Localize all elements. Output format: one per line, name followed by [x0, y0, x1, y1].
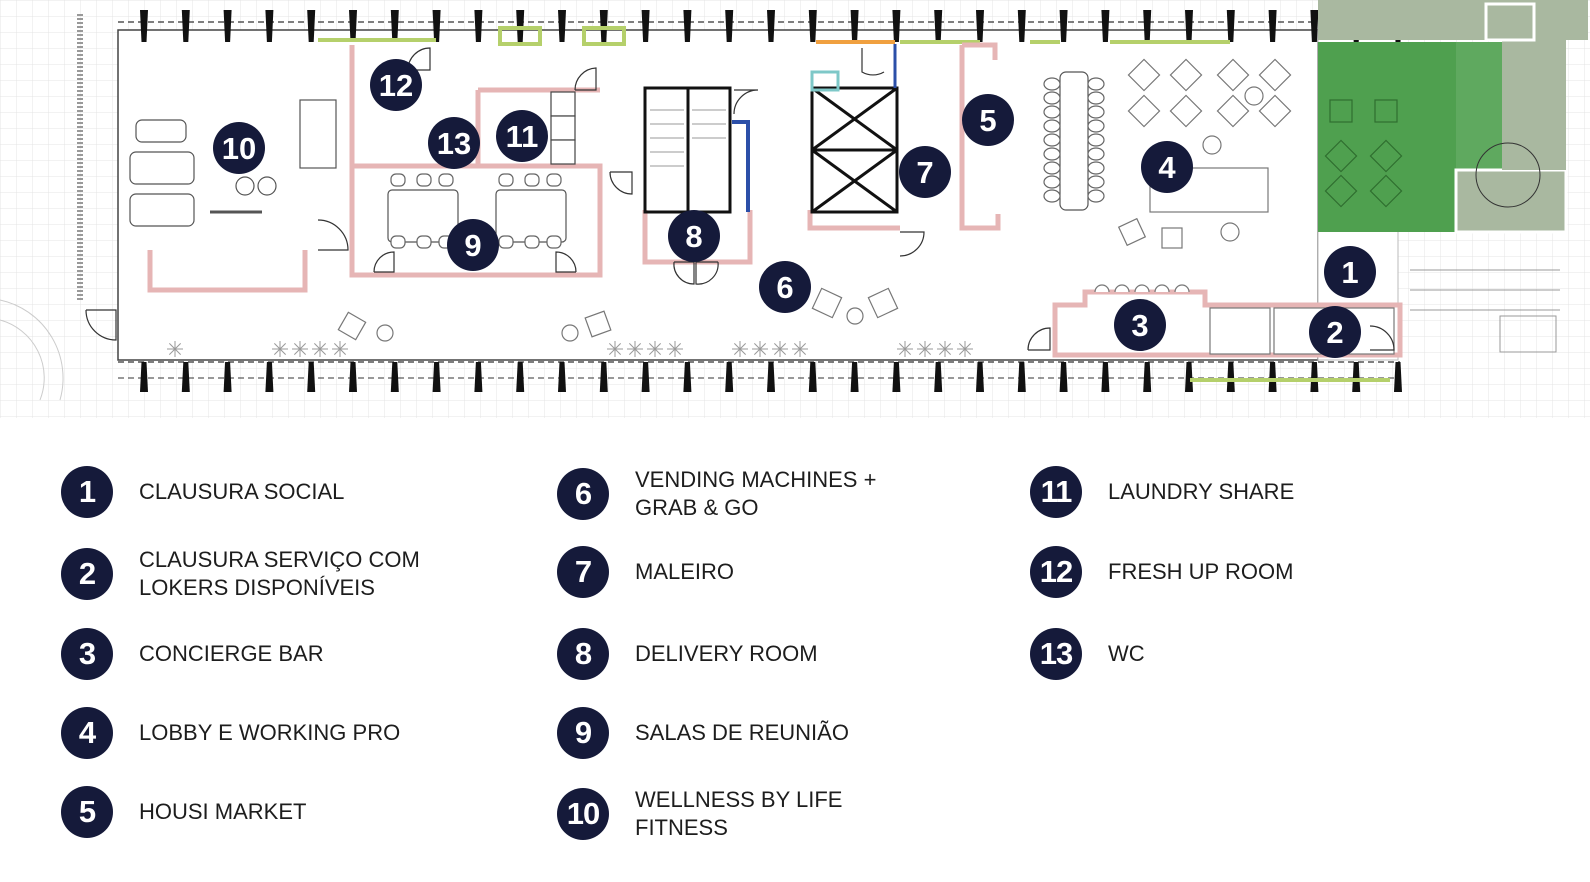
legend-badge: 9	[557, 707, 609, 759]
building-outline	[117, 29, 1319, 361]
planter-strips	[318, 26, 1390, 382]
legend-badge: 12	[1030, 546, 1082, 598]
legend-label: FRESH UP ROOM	[1108, 559, 1294, 584]
plan-marker-label: 2	[1326, 315, 1343, 350]
legend-badge: 2	[61, 548, 113, 600]
legend-item-2: 2 CLAUSURA SERVIÇO COM LOKERS DISPONÍVEI…	[61, 546, 420, 602]
legend-item-7: 7 MALEIRO	[557, 546, 734, 598]
facade-pillars-bottom	[140, 362, 1402, 392]
legend-item-8: 8 DELIVERY ROOM	[557, 628, 818, 680]
plan-marker-label: 1	[1341, 255, 1358, 290]
plan-marker-11: 11	[496, 110, 548, 162]
legend-item-5: 5 HOUSI MARKET	[61, 786, 306, 838]
legend-item-4: 4 LOBBY E WORKING PRO	[61, 707, 400, 759]
legend-label: SALAS DE REUNIÃO	[635, 720, 849, 745]
plan-marker-label: 3	[1131, 308, 1148, 343]
legend-item-11: 11 LAUNDRY SHARE	[1030, 466, 1294, 518]
plan-marker-3: 3	[1114, 299, 1166, 351]
legend-item-3: 3 CONCIERGE BAR	[61, 628, 324, 680]
plan-marker-10: 10	[213, 122, 265, 174]
plan-marker-7: 7	[899, 146, 951, 198]
legend-label: LAUNDRY SHARE	[1108, 479, 1295, 504]
facade-pillars-top	[140, 10, 1402, 42]
plan-marker-label: 13	[437, 126, 471, 161]
legend-badge: 7	[557, 546, 609, 598]
plan-marker-2: 2	[1309, 306, 1361, 358]
plan-marker-6: 6	[759, 261, 811, 313]
lobby-seating	[337, 58, 1292, 342]
legend-item-6: 6 VENDING MACHINES + GRAB & GO	[557, 466, 876, 522]
plan-marker-label: 6	[776, 270, 793, 305]
legend-badge: 10	[557, 788, 609, 840]
elevator-core	[810, 86, 899, 214]
legend-label: DELIVERY ROOM	[635, 641, 818, 666]
legend-badge: 6	[557, 468, 609, 520]
legend-label: WELLNESS BY LIFE FITNESS	[635, 787, 843, 840]
legend-item-9: 9 SALAS DE REUNIÃO	[557, 707, 849, 759]
plan-marker-label: 11	[506, 119, 539, 154]
plan-marker-label: 4	[1158, 150, 1176, 185]
plan-marker-label: 10	[222, 131, 256, 166]
legend-label: CLAUSURA SERVIÇO COM LOKERS DISPONÍVEIS	[139, 547, 420, 600]
legend-item-13: 13 WC	[1030, 628, 1145, 680]
legend-label: LOBBY E WORKING PRO	[139, 720, 401, 745]
legend-badge: 8	[557, 628, 609, 680]
plan-marker-12: 12	[370, 59, 422, 111]
legend-badge: 1	[61, 466, 113, 518]
legend-item-12: 12 FRESH UP ROOM	[1030, 546, 1293, 598]
legend-badge: 5	[61, 786, 113, 838]
plan-marker-13: 13	[428, 117, 480, 169]
plan-marker-label: 12	[379, 68, 413, 103]
legend-badge: 11	[1030, 466, 1082, 518]
legend: 1 CLAUSURA SOCIAL 2 CLAUSURA SERVIÇO COM…	[0, 420, 1590, 882]
legend-badge: 13	[1030, 628, 1082, 680]
plan-marker-label: 8	[685, 219, 702, 254]
plan-marker-8: 8	[668, 210, 720, 262]
legend-item-1: 1 CLAUSURA SOCIAL	[61, 466, 344, 518]
plan-marker-4: 4	[1141, 141, 1193, 193]
legend-label: VENDING MACHINES + GRAB & GO	[635, 467, 877, 520]
room-partitions	[147, 42, 1403, 358]
garden-area	[1318, 42, 1456, 232]
legend-label: CONCIERGE BAR	[139, 641, 324, 666]
planters	[167, 341, 973, 357]
legend-label: MALEIRO	[635, 559, 735, 584]
gym-equipment	[129, 99, 337, 227]
plan-marker-1: 1	[1324, 246, 1376, 298]
plan-marker-9: 9	[447, 219, 499, 271]
plan-marker-label: 5	[979, 103, 996, 138]
legend-badge: 4	[61, 707, 113, 759]
legend-label: HOUSI MARKET	[139, 799, 307, 824]
legend-label: WC	[1108, 641, 1145, 666]
legend-badge: 3	[61, 628, 113, 680]
plan-marker-label: 7	[916, 155, 933, 190]
legend-label: CLAUSURA SOCIAL	[139, 479, 345, 504]
plan-marker-label: 9	[464, 228, 481, 263]
legend-item-10: 10 WELLNESS BY LIFE FITNESS	[557, 786, 842, 842]
plan-marker-5: 5	[962, 94, 1014, 146]
